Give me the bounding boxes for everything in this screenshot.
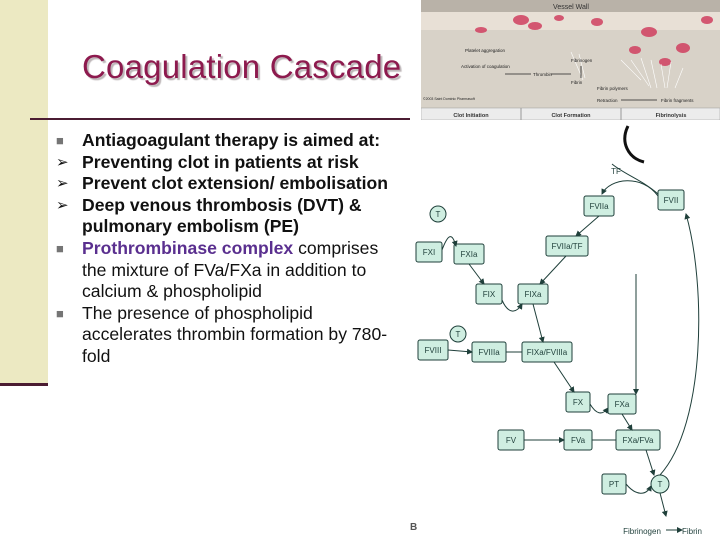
- node-fxi: FXI: [423, 248, 435, 257]
- node-fviia: FVIIa: [589, 202, 609, 211]
- node-fxa: FXa: [615, 400, 630, 409]
- square-bullet-icon: ■: [56, 305, 64, 321]
- node-fxia: FXIa: [461, 250, 478, 259]
- node-t3: T: [658, 480, 663, 489]
- left-accent-line: [0, 383, 48, 386]
- node-fviiia: FVIIIa: [478, 348, 500, 357]
- vessel-label-fibrinogen: Fibrinogen: [571, 58, 593, 63]
- arrow-bullet-icon: ➢: [56, 153, 69, 171]
- bullet-text-part: Antiagoagulant therapy is aimed at:: [82, 130, 381, 150]
- bullet-text-part: Preventing clot in patients at risk: [82, 151, 359, 172]
- node-fv: FV: [506, 436, 517, 445]
- node-fix-box: [475, 283, 503, 305]
- stage-clot-initiation: Clot Initiation: [453, 113, 489, 119]
- bullet-text-part: Deep venous thrombosis (DVT) & pulmonary…: [82, 194, 362, 237]
- bullet-list: ■ Antiagoagulant therapy is aimed at: ➢ Pre…: [56, 130, 401, 368]
- bullet-text-part: Prevent clot extension/ embolisation: [82, 173, 389, 194]
- vessel-label-thrombin: Thrombin: [533, 72, 553, 77]
- bullet-text-part: Prothrombinase complex: [82, 237, 294, 258]
- vessel-label-fibrin: Fibrin: [571, 80, 583, 85]
- square-bullet-icon: ■: [56, 133, 64, 148]
- node-fvii-box: [657, 189, 685, 211]
- arrow-bullet-icon: ➢: [56, 196, 69, 214]
- slide-title: Coagulation Cascade: [82, 48, 402, 85]
- node-t2: T: [456, 330, 461, 339]
- bullet-text: Preventing clot in patients at risk: [82, 152, 359, 174]
- vessel-header: Vessel Wall: [553, 4, 589, 11]
- node-fvii: FVII: [664, 196, 679, 205]
- vessel-label-fibrin-fragments: Fibrin fragments: [661, 98, 694, 103]
- bullet-text: Prevent clot extension/ embolisation: [82, 173, 388, 195]
- tf-source-arc: [623, 125, 645, 164]
- vessel-wall-illustration: Vessel Wall Platelet aggregation Activat…: [421, 0, 720, 120]
- bullet-text-part: comprises the mixture of FVa/FXa in addi…: [82, 237, 379, 302]
- node-t1-circle: [429, 205, 447, 223]
- bullet-item: ➢ Deep venous thrombosis (DVT) & pulmonar…: [56, 195, 401, 238]
- node-fxi-box: [415, 241, 443, 263]
- bullet-item: ■ Antiagoagulant therapy is aimed at:: [56, 130, 401, 152]
- figure-corner-letter: B: [410, 522, 417, 533]
- bullet-item: ■ The presence of phospholipid accelerate…: [56, 303, 401, 368]
- arrow-bullet-icon: ➢: [56, 175, 69, 193]
- stage-clot-formation: Clot Formation: [551, 113, 591, 119]
- stage-fibrinolysis: Fibrinolysis: [656, 113, 687, 119]
- node-fx-box: [565, 391, 591, 413]
- bullet-text: The presence of phospholipid accelerates…: [82, 303, 401, 368]
- node-tf: TF: [611, 167, 621, 176]
- vessel-label-platelet: Platelet aggregation: [465, 48, 506, 53]
- node-fva: FVa: [571, 436, 586, 445]
- coagulation-pathway-figure: TF FVIIa FVII T FXI FXIa FVIIa/TF FIX: [406, 124, 710, 540]
- vessel-label-fibrin-polymers: Fibrin polymers: [597, 86, 629, 91]
- left-accent-bar: [0, 0, 48, 385]
- bullet-text: Deep venous thrombosis (DVT) & pulmonary…: [82, 195, 401, 238]
- title-divider: [30, 118, 410, 120]
- node-fibrin: Fibrin: [682, 527, 702, 536]
- node-fix: FIX: [483, 290, 496, 299]
- node-fixa: FIXa: [525, 290, 542, 299]
- bullet-item: ➢ Preventing clot in patients at risk: [56, 152, 401, 174]
- bullet-text: Prothrombinase complex comprises the mix…: [82, 238, 401, 303]
- bullet-text: Antiagoagulant therapy is aimed at:: [82, 130, 380, 152]
- coagulation-pathway-diagram: TF FVIIa FVII T FXI FXIa FVIIa/TF FIX: [406, 124, 710, 540]
- node-fx: FX: [573, 398, 584, 407]
- vessel-wall-figure: Vessel Wall Platelet aggregation Activat…: [421, 0, 720, 120]
- node-fviii: FVIII: [425, 346, 442, 355]
- node-fxa-fva: FXa/FVa: [623, 436, 655, 445]
- vessel-label-activation: Activation of coagulation: [461, 64, 510, 69]
- node-t1: T: [436, 210, 441, 219]
- node-fviia-tf-box: [545, 235, 589, 257]
- node-fixa-fviiia: FIXa/FVIIIa: [527, 348, 568, 357]
- square-bullet-icon: ■: [56, 240, 64, 256]
- vessel-copyright: ©2003 Saint Dominic Pharmasoft: [423, 97, 475, 101]
- bullet-item: ➢ Prevent clot extension/ embolisation: [56, 173, 401, 195]
- node-fviia-tf: FVIIa/TF: [551, 242, 582, 251]
- node-t2-circle: [449, 325, 467, 343]
- vessel-label-retraction: Retraction: [597, 98, 618, 103]
- bullet-item: ■ Prothrombinase complex comprises the mi…: [56, 238, 401, 303]
- node-pt: PT: [609, 480, 619, 489]
- node-fibrinogen: Fibrinogen: [623, 527, 661, 536]
- bullet-text-part: The presence of phospholipid accelerates…: [82, 302, 388, 366]
